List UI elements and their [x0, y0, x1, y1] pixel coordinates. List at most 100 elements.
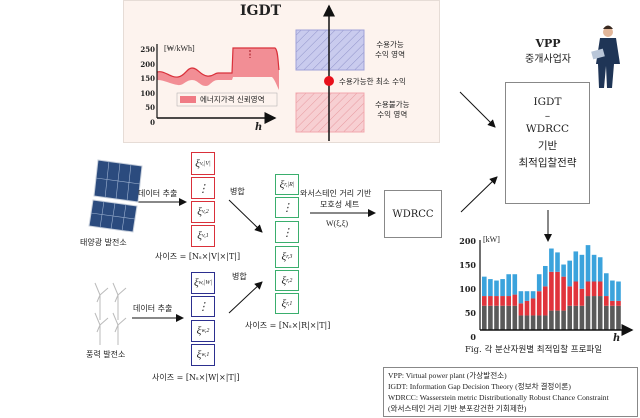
label-line: 수용불가능: [375, 100, 410, 109]
merged-cell: ⋮: [275, 197, 299, 218]
bar-segment-2-6: [518, 291, 524, 304]
xi-symbol: ξ: [279, 178, 285, 191]
bar-segment-0-18: [591, 296, 597, 330]
bar-segment-2-12: [555, 252, 560, 272]
arrow-wdrcc-to-strategy: [460, 176, 498, 213]
label-line: 수익 영역: [375, 50, 405, 59]
ellipsis: ⋮: [281, 226, 293, 239]
bar-segment-2-2: [494, 280, 499, 297]
bar-segment-1-9: [536, 291, 542, 316]
xi-subscript: r,2: [286, 277, 293, 284]
igdt-panel: [123, 0, 440, 143]
bar-segment-1-15: [573, 281, 579, 306]
bar-segment-1-21: [610, 300, 615, 306]
xi-subscript: v,1: [202, 233, 209, 239]
ambiguity-formula: W(ξ,ξ): [326, 219, 349, 228]
y-tick: 0: [470, 332, 476, 342]
chart-caption: Fig. 각 분산자원별 최적입찰 프로파일: [465, 345, 603, 355]
price-legend-box: [176, 92, 278, 107]
bar-segment-0-15: [573, 305, 579, 330]
solar-label: 태양광 발전소: [80, 238, 127, 247]
bar-segment-0-12: [555, 310, 560, 330]
ambiguity-line1: 와서스테인 거리 기반: [300, 189, 372, 198]
glossary-line: WDRCC: Wasserstein metric Distributional…: [388, 393, 609, 402]
solar-cell: ⋮: [191, 177, 215, 199]
xi-subscript: v,|V|: [200, 160, 211, 167]
bar-segment-1-2: [494, 296, 499, 306]
wind-size: 사이즈 = [Nₛ×|W|×|T|]: [152, 373, 240, 382]
bar-segment-1-19: [597, 281, 603, 297]
glossary-line: (와서스테인 거리 기반 분포강건한 기회제한): [388, 404, 527, 413]
bar-segment-0-17: [585, 296, 591, 330]
bar-segment-2-14: [567, 260, 572, 287]
bar-segment-2-10: [543, 265, 548, 287]
bar-segment-2-21: [610, 280, 615, 301]
strategy-line: 최적입찰전략: [518, 157, 577, 169]
min-profit-point: [324, 76, 334, 86]
bar-segment-1-4: [506, 296, 511, 306]
strategy-line: WDRCC: [525, 123, 570, 135]
y-tick: 150: [459, 260, 476, 270]
bar-segment-2-15: [573, 251, 579, 282]
bar-segment-2-19: [597, 257, 603, 282]
chart-unit: [kW]: [483, 235, 500, 244]
unacceptable-region: [295, 92, 365, 133]
strategy-line: IGDT: [533, 96, 562, 108]
acceptable-region: [295, 29, 365, 71]
bar-segment-0-9: [536, 315, 542, 330]
price-y-ticks: 250 200 150 100 50 0: [138, 43, 155, 131]
bar-segment-1-0: [482, 296, 487, 306]
xi-symbol: ξ: [197, 230, 202, 242]
xi-symbol: ξ: [196, 349, 202, 361]
xi-subscript: v,2: [202, 209, 209, 215]
bar-segment-0-5: [512, 305, 518, 330]
solar-extract-label: 데이터 추출: [138, 189, 178, 198]
bar-segment-0-13: [561, 310, 566, 330]
bar-segment-2-0: [482, 276, 487, 297]
bar-segment-2-8: [530, 291, 536, 299]
bar-segment-1-8: [530, 298, 536, 316]
arrow-igdt-to-strategy: [459, 91, 496, 128]
bar-segment-0-11: [549, 310, 554, 330]
bar-segment-0-2: [494, 305, 499, 330]
price-x-label: h: [255, 122, 263, 133]
bar-segment-2-3: [500, 279, 505, 297]
bar-segment-0-16: [579, 305, 585, 330]
vpp-label: VPP 중개사업자: [515, 37, 581, 65]
xi-symbol: ξ: [193, 277, 199, 289]
bar-segment-1-7: [524, 300, 530, 316]
y-tick: 150: [140, 74, 155, 84]
acceptable-region-label: 수용가능 수익 영역: [375, 40, 405, 60]
bar-segment-0-0: [482, 305, 487, 330]
xi-symbol: ξ: [281, 297, 287, 310]
bar-segment-0-8: [530, 315, 536, 330]
merged-size: 사이즈 = [Nₛ×|R|×|T|]: [245, 321, 331, 330]
bar-segment-2-11: [549, 248, 554, 272]
bar-segment-1-16: [579, 288, 585, 306]
bar-segment-1-18: [591, 281, 597, 297]
strategy-line: 기반: [537, 140, 558, 152]
legend-swatch: [180, 96, 196, 103]
bar-segment-1-17: [585, 281, 591, 297]
y-tick: 0: [150, 117, 155, 127]
solar-merge-label: 병합: [230, 187, 245, 196]
price-legend-label: 에너지가격 신뢰영역: [200, 95, 265, 104]
xi-symbol: ξ: [196, 325, 202, 337]
glossary-box: VPP: Virtual power plant (가상발전소) IGDT: I…: [383, 367, 638, 417]
bar-segment-2-5: [512, 274, 518, 295]
label-line: 수익 영역: [377, 110, 408, 119]
wdrcc-box: WDRCC: [384, 190, 442, 238]
bar-chart: [482, 245, 621, 330]
y-tick: 250: [140, 45, 155, 54]
bar-segment-1-22: [616, 300, 621, 306]
bar-segment-2-17: [585, 245, 591, 282]
xi-subscript: w,2: [201, 328, 210, 334]
y-tick: 100: [459, 284, 476, 294]
bar-segment-2-13: [561, 264, 566, 277]
y-tick: 100: [140, 88, 155, 98]
